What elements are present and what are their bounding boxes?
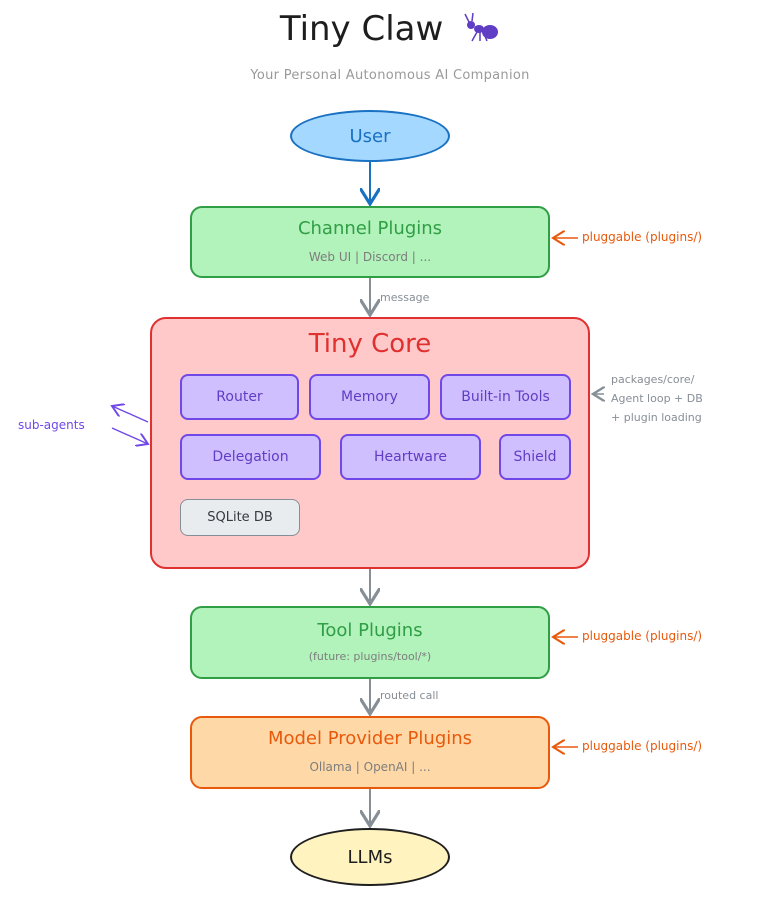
routed-call-label: routed call [380,689,439,702]
title-text: Tiny Claw [279,9,444,49]
built-in-tools-module: Built-in Tools [440,374,571,420]
core-note: packages/core/ Agent loop + DB + plugin … [611,370,703,427]
sqlite-db: SQLite DB [180,499,300,536]
pluggable-note-tool: pluggable (plugins/) [582,629,703,643]
pluggable-note-model: pluggable (plugins/) [582,739,703,753]
page-title: Tiny Claw [0,8,780,49]
shield-module: Shield [499,434,571,480]
core-note-line-3: + plugin loading [611,411,702,424]
router-module: Router [180,374,299,420]
arrow-sub-agents-out [112,406,149,423]
model-provider-plugins-title: Model Provider Plugins [267,728,473,749]
tool-plugins-sub: (future: plugins/tool/*) [308,650,432,663]
channel-plugins-title: Channel Plugins [297,218,443,239]
tool-plugins-box: Tool Plugins (future: plugins/tool/*) [190,606,550,679]
llms-node: LLMs [290,828,450,886]
tool-plugins-title: Tool Plugins [317,620,423,641]
model-provider-plugins-box: Model Provider Plugins Ollama | OpenAI |… [190,716,550,789]
ant-icon [464,12,499,42]
core-note-line-1: packages/core/ [611,373,695,386]
arrow-sub-agents-in [111,427,148,444]
page-subtitle: Your Personal Autonomous AI Companion [250,68,530,83]
sub-agents-label: sub-agents [18,418,85,432]
tiny-core-title: Tiny Core [308,329,432,359]
user-node-label: User [349,125,391,147]
user-node: User [290,110,450,162]
delegation-module: Delegation [180,434,321,480]
llms-node-label: LLMs [347,846,393,868]
channel-plugins-sub: Web UI | Discord | ... [308,250,432,264]
heartware-module: Heartware [340,434,481,480]
model-provider-plugins-sub: Ollama | OpenAI | ... [309,760,431,774]
core-note-line-2: Agent loop + DB [611,392,703,405]
channel-plugins-box: Channel Plugins Web UI | Discord | ... [190,206,550,278]
memory-module: Memory [309,374,430,420]
message-label: message [380,291,430,304]
pluggable-note-channel: pluggable (plugins/) [582,230,703,244]
